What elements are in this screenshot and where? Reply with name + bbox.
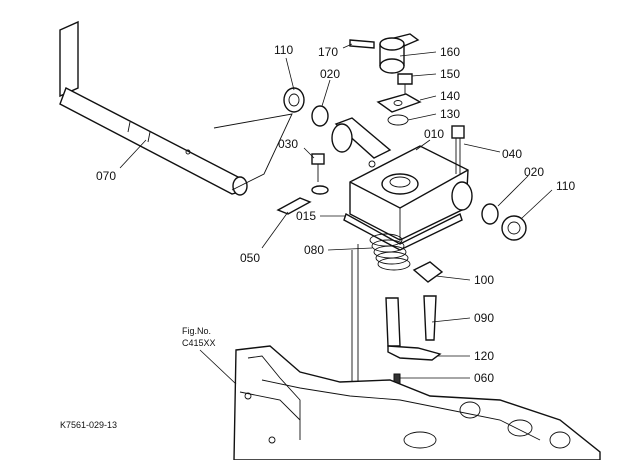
pin-170 [349,39,375,49]
bushing-020-right [481,203,499,225]
callout-080: 080 [304,243,324,257]
callout-040: 040 [502,147,522,161]
bolt-040 [451,125,465,174]
bolt-150 [397,73,413,96]
callout-015: 015 [296,209,316,223]
lever-160 [379,33,420,74]
callout-110-left: 110 [274,43,293,57]
oring-130 [387,114,409,126]
cup-100 [412,261,444,283]
fig-ref-line2: C415XX [182,338,216,348]
plate-140 [376,93,422,113]
reference-code: K7561-029-13 [60,420,117,430]
callout-090: 090 [474,311,494,325]
callout-020-left: 020 [320,67,340,81]
housing-010 [331,117,473,241]
callout-020-right: 020 [524,165,544,179]
lever-120 [387,345,442,361]
plate-050 [276,197,312,215]
callout-labels: 110 020 170 160 150 140 130 010 040 030 … [60,43,575,430]
plunger-090 [385,295,437,347]
bushing-020-left [311,105,329,127]
seal-110-right [501,215,527,241]
callout-140: 140 [440,89,460,103]
leader-lines [119,43,553,385]
seal-110-left [283,87,305,113]
spring-080 [369,233,411,271]
transmission-case [233,345,601,460]
bolt-030 [311,153,329,195]
shaft-070 [59,20,293,196]
callout-030: 030 [278,137,298,151]
callout-010: 010 [424,127,444,141]
callout-160: 160 [440,45,460,59]
callout-130: 130 [440,107,460,121]
callout-070: 070 [96,169,116,183]
callout-170: 170 [318,45,338,59]
fig-ref-line1: Fig.No. [182,326,211,336]
callout-120: 120 [474,349,494,363]
callout-060: 060 [474,371,494,385]
callout-150: 150 [440,67,460,81]
callout-110-right: 110 [556,179,575,193]
callout-100: 100 [474,273,494,287]
gasket-015 [343,212,463,251]
callout-050: 050 [240,251,260,265]
